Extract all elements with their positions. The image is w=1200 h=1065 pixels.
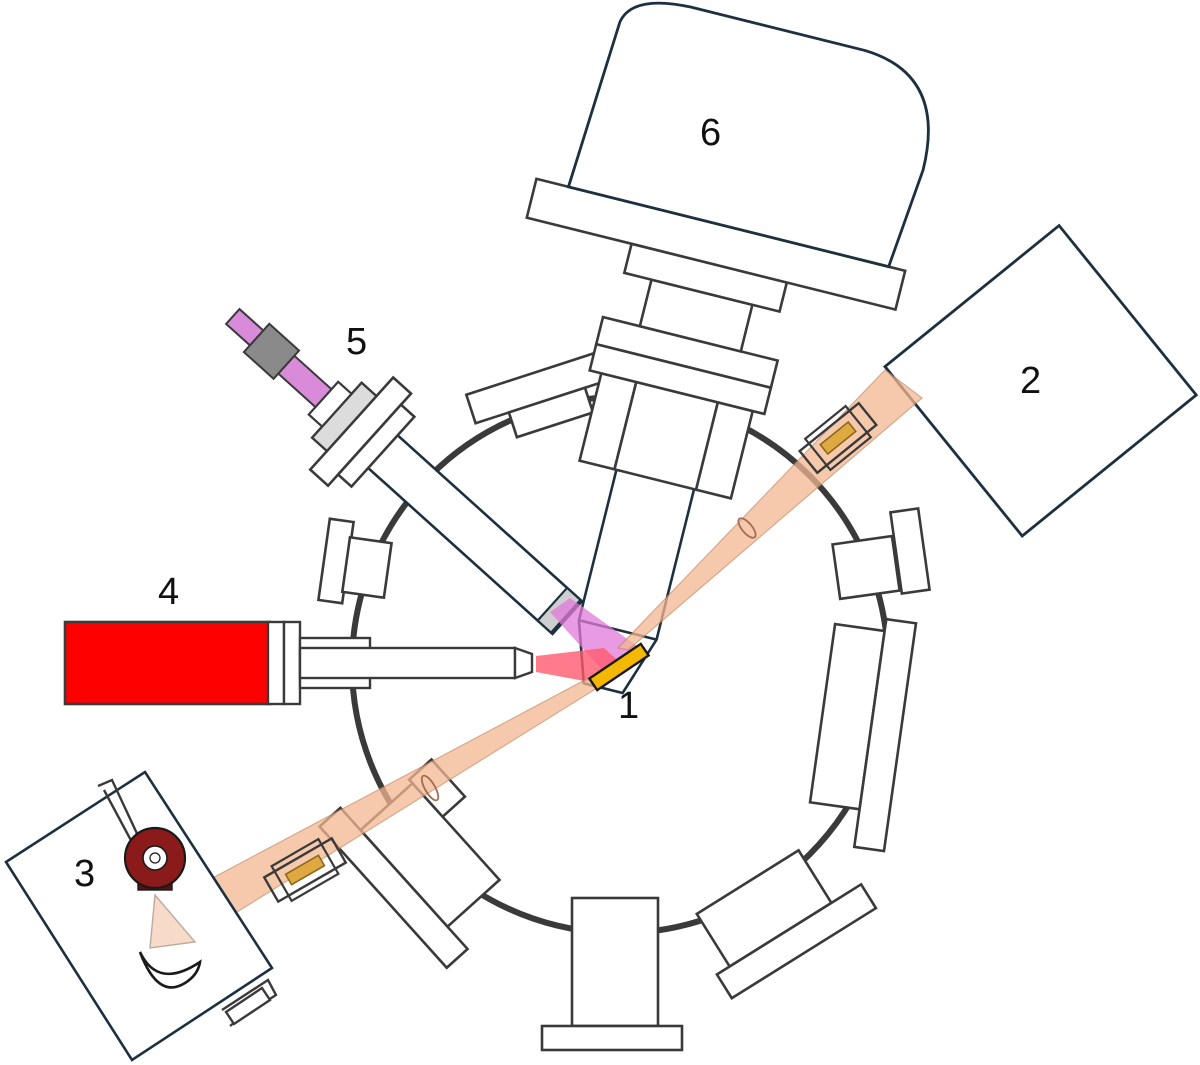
detector-3 [4, 770, 278, 1062]
sample-1 [587, 642, 651, 692]
port-top-left [464, 348, 616, 439]
ir-source-2 [883, 223, 1199, 538]
ir-window-flange-lower [262, 836, 348, 904]
laser-4 [63, 620, 534, 706]
port-bottom [540, 896, 684, 1052]
port-right-long [808, 617, 918, 853]
port-bottom-right [694, 848, 878, 1000]
gas-jet [550, 598, 640, 672]
gas-doser-5 [224, 307, 584, 636]
label-ir-source: 2 [1020, 360, 1041, 402]
ir-window-flange-upper [797, 401, 879, 475]
port-right [831, 506, 932, 601]
beam-focus-lower [420, 774, 440, 802]
analyzer-6 [525, 1, 930, 695]
label-gas-doser: 5 [346, 321, 367, 363]
label-detector: 3 [74, 853, 95, 895]
label-analyzer: 6 [700, 112, 721, 154]
beam-focus-upper [737, 517, 757, 539]
label-laser: 4 [158, 571, 179, 613]
port-left [316, 517, 394, 605]
label-sample: 1 [618, 685, 639, 727]
